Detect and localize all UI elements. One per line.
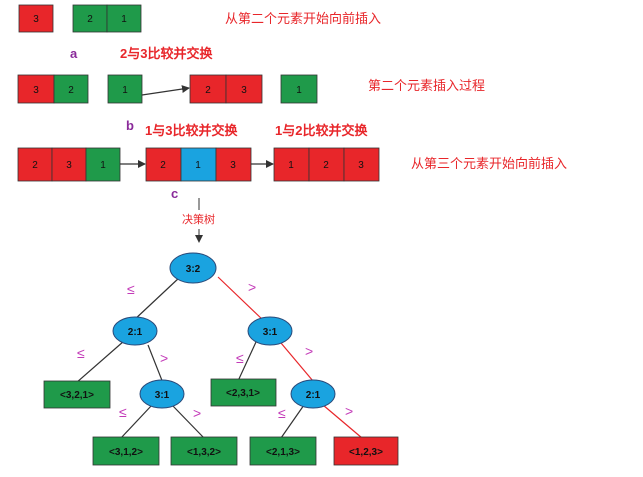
row3-box-7-label: 1 bbox=[288, 160, 294, 171]
tree-leaf-312-label: <3,1,2> bbox=[109, 447, 143, 458]
row1-box-3 bbox=[106, 4, 142, 33]
edge-rr-leaf1 bbox=[280, 404, 305, 439]
cmp-ll-gt: > bbox=[193, 405, 201, 421]
row3-box-5-label: 1 bbox=[195, 160, 201, 171]
tree-leaf-213-label: <2,1,3> bbox=[266, 447, 300, 458]
row3-box-1 bbox=[17, 147, 53, 182]
edge-right-right bbox=[280, 342, 314, 382]
row2-box-3 bbox=[107, 74, 143, 104]
row2-box-3-label: 1 bbox=[122, 85, 128, 96]
cmp-root-gt: > bbox=[248, 279, 256, 295]
tree-leaf-132-label: <1,3,2> bbox=[187, 447, 221, 458]
tree-leaf-231-label: <2,3,1> bbox=[226, 388, 260, 399]
tree-node-left-right bbox=[139, 379, 185, 409]
cmp-ll-le: ≤ bbox=[119, 404, 127, 420]
row2-box-1-label: 3 bbox=[33, 85, 39, 96]
label-swap-2-3: 2与3比较并交换 bbox=[120, 46, 213, 61]
tree-node-root bbox=[169, 252, 217, 284]
row3-box-7 bbox=[273, 147, 310, 182]
tree-leaf-321-label: <3,2,1> bbox=[60, 390, 94, 401]
row1-box-2 bbox=[72, 4, 108, 33]
row3-box-8 bbox=[308, 147, 345, 182]
tree-leaf-231 bbox=[210, 378, 277, 407]
tree-nodes: 3:2 2:1 3:1 3:1 2:1 bbox=[112, 252, 336, 409]
row1-box-1-label: 3 bbox=[33, 14, 39, 25]
edge-right-leaf bbox=[237, 341, 257, 382]
row2-box-6-label: 1 bbox=[296, 85, 302, 96]
tree-node-right bbox=[247, 316, 293, 346]
row3-box-9 bbox=[343, 147, 380, 182]
step-c-label: c bbox=[171, 186, 178, 201]
tree-edges bbox=[75, 276, 363, 439]
label-start-second: 从第二个元素开始向前插入 bbox=[225, 11, 381, 26]
comparison-symbols: ≤ > ≤ > ≤ > ≤ > ≤ > bbox=[77, 279, 353, 421]
row1-box-3-label: 1 bbox=[121, 14, 127, 25]
row1-sequence: 3 2 1 bbox=[18, 4, 142, 33]
edge-left-leaf bbox=[75, 340, 125, 384]
row3-box-4-label: 2 bbox=[160, 160, 166, 171]
row2-insert-arrow bbox=[141, 85, 190, 96]
row1-box-1 bbox=[18, 4, 54, 33]
tree-node-right-label: 3:1 bbox=[263, 327, 278, 338]
row2-box-6 bbox=[280, 74, 318, 104]
row2-box-5-label: 3 bbox=[241, 85, 247, 96]
tree-node-root-label: 3:2 bbox=[186, 264, 201, 275]
row3-box-2-label: 3 bbox=[66, 160, 72, 171]
tree-node-left-label: 2:1 bbox=[128, 327, 143, 338]
label-swap-1-3: 1与3比较并交换 bbox=[145, 123, 238, 138]
tree-leaf-132 bbox=[170, 436, 238, 466]
row2-sequence: 3 2 1 2 3 1 bbox=[17, 74, 318, 104]
step-a-label: a bbox=[70, 46, 78, 61]
cmp-right-le: ≤ bbox=[236, 350, 244, 366]
row2-box-4 bbox=[189, 74, 227, 104]
row2-box-4-label: 2 bbox=[205, 85, 211, 96]
tree-leaves: <3,2,1> <2,3,1> <3,1,2> <1,3,2> <2,1,3> … bbox=[43, 378, 399, 466]
cmp-root-le: ≤ bbox=[127, 281, 135, 297]
edge-rr-leaf2 bbox=[322, 404, 363, 439]
label-decision-tree: 决策树 bbox=[182, 212, 215, 226]
row3-box-6-label: 3 bbox=[230, 160, 236, 171]
row3-box-6 bbox=[215, 147, 252, 182]
row2-box-2 bbox=[53, 74, 89, 104]
edge-root-right bbox=[217, 276, 266, 323]
edge-ll-leaf1 bbox=[120, 404, 153, 439]
cmp-rr-le: ≤ bbox=[278, 405, 286, 421]
edge-root-left bbox=[132, 276, 181, 322]
row3-box-3 bbox=[85, 147, 121, 182]
row3-box-5 bbox=[180, 147, 217, 182]
cmp-right-gt: > bbox=[305, 343, 313, 359]
edge-ll-leaf2 bbox=[171, 404, 205, 439]
label-start-third: 从第三个元素开始向前插入 bbox=[411, 156, 567, 171]
row3-box-1-label: 2 bbox=[32, 160, 38, 171]
row2-box-2-label: 2 bbox=[68, 85, 74, 96]
tree-node-right-right-label: 2:1 bbox=[306, 390, 321, 401]
tree-leaf-123-label: <1,2,3> bbox=[349, 447, 383, 458]
tree-leaf-312 bbox=[92, 436, 160, 466]
row3-box-9-label: 3 bbox=[358, 160, 364, 171]
tree-leaf-123 bbox=[333, 436, 399, 466]
label-swap-1-2: 1与2比较并交换 bbox=[275, 123, 368, 138]
row3-sequence: 2 3 1 2 1 3 1 2 3 bbox=[17, 147, 380, 182]
tree-leaf-213 bbox=[249, 436, 317, 466]
row2-box-5 bbox=[225, 74, 263, 104]
tree-node-right-right bbox=[290, 379, 336, 409]
tree-node-left bbox=[112, 316, 158, 346]
row1-box-2-label: 2 bbox=[87, 14, 93, 25]
tree-leaf-321 bbox=[43, 380, 111, 409]
row3-box-8-label: 2 bbox=[323, 160, 329, 171]
row3-box-4 bbox=[145, 147, 182, 182]
row3-box-3-label: 1 bbox=[100, 160, 106, 171]
cmp-left-gt: > bbox=[160, 350, 168, 366]
tree-node-left-right-label: 3:1 bbox=[155, 390, 170, 401]
step-b-label: b bbox=[126, 118, 134, 133]
cmp-left-le: ≤ bbox=[77, 345, 85, 361]
edge-left-right bbox=[147, 344, 164, 384]
cmp-rr-gt: > bbox=[345, 403, 353, 419]
label-second-process: 第二个元素插入过程 bbox=[368, 78, 485, 93]
